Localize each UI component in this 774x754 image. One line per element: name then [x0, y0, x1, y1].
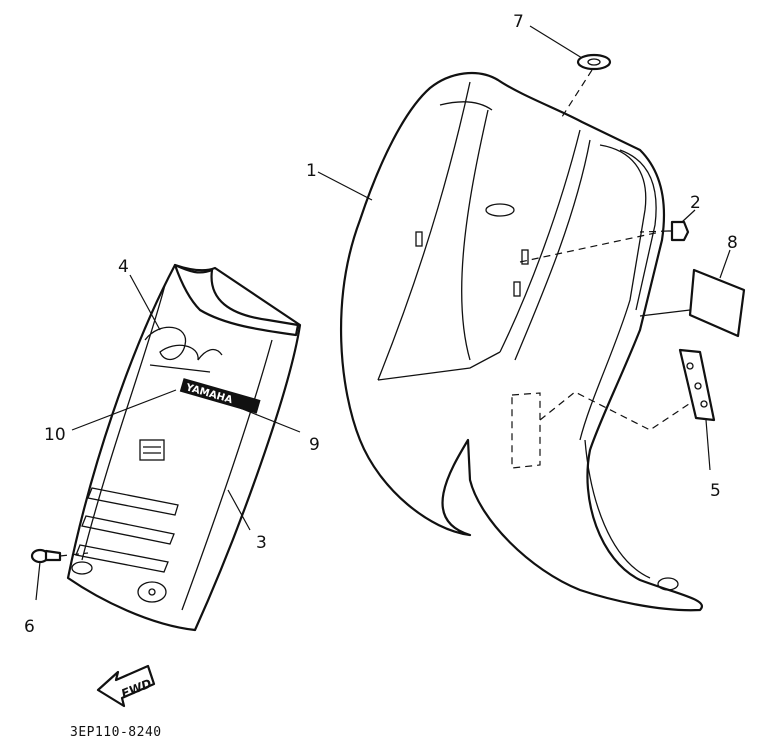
inner-panel-part-3: YAMAHA	[66, 263, 302, 632]
callout-7: 7	[513, 12, 524, 32]
leader-lines	[35, 25, 731, 601]
clip-part-7	[559, 53, 612, 121]
drawing-code: 3EP110-8240	[70, 725, 162, 740]
callout-5: 5	[710, 481, 721, 501]
callout-4: 4	[118, 257, 129, 277]
callout-6: 6	[24, 617, 35, 637]
bolt-part-6	[30, 548, 89, 564]
forward-direction-arrow: FWD	[96, 664, 156, 708]
leg-shield-cover	[339, 72, 703, 612]
callout-8: 8	[727, 233, 738, 253]
callout-2: 2	[690, 193, 701, 213]
callout-1: 1	[306, 161, 317, 181]
emblem-plate-part-8	[688, 268, 746, 338]
bracket-part-5	[678, 348, 716, 422]
callout-10: 10	[44, 425, 66, 445]
callout-3: 3	[256, 533, 267, 553]
callout-9: 9	[309, 435, 320, 455]
